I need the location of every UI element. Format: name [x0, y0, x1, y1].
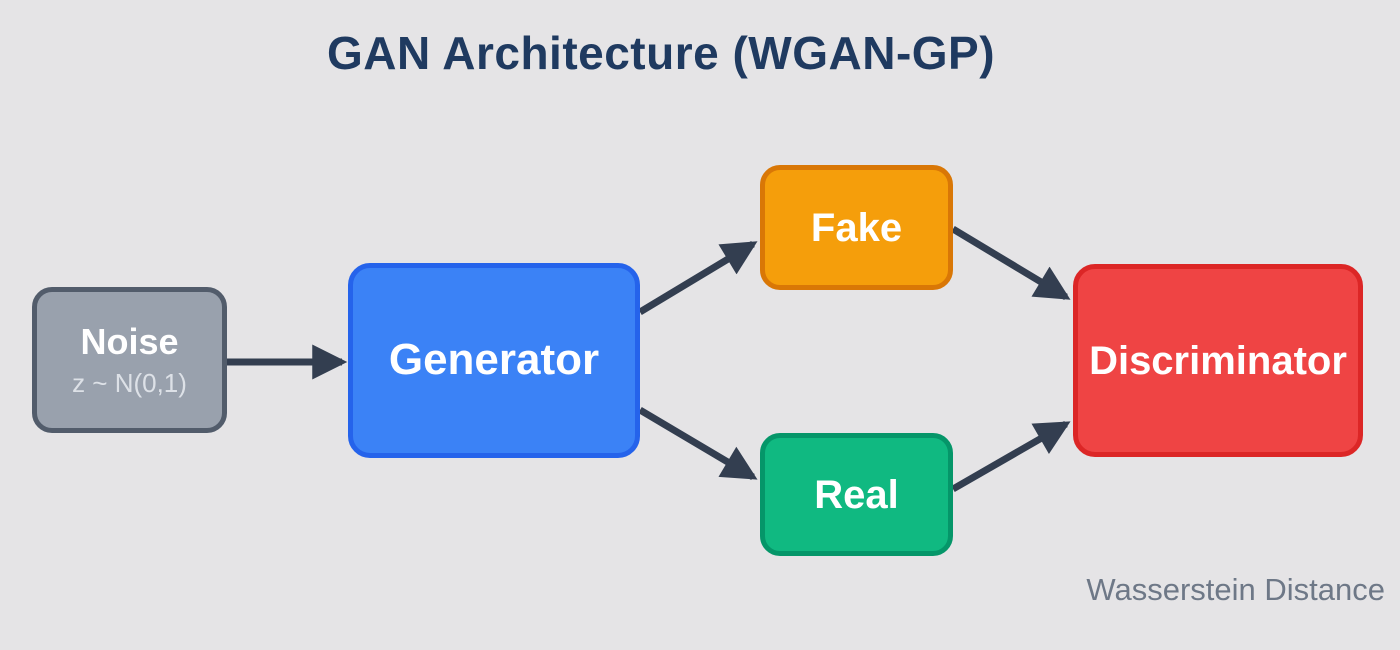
arrow-generator-to-fake — [638, 241, 758, 315]
discriminator-label: Discriminator — [1089, 338, 1347, 383]
arrow-real-to-discriminator — [951, 420, 1071, 493]
arrow-fake-to-discriminator — [951, 226, 1071, 300]
wasserstein-distance-label: Wasserstein Distance — [1086, 572, 1385, 607]
generator-label: Generator — [388, 335, 600, 385]
node-discriminator: Discriminator — [1073, 264, 1363, 457]
noise-label: Noise — [80, 320, 179, 362]
arrow-generator-to-real — [638, 406, 758, 481]
diagram-title: GAN Architecture (WGAN-GP) — [326, 27, 996, 79]
node-fake: Fake — [760, 165, 953, 290]
noise-sublabel: z ~ N(0,1) — [72, 368, 187, 399]
real-label: Real — [814, 472, 899, 517]
node-generator: Generator — [348, 263, 640, 458]
node-real: Real — [760, 433, 953, 556]
node-noise: Noise z ~ N(0,1) — [32, 287, 227, 433]
fake-label: Fake — [810, 205, 903, 250]
